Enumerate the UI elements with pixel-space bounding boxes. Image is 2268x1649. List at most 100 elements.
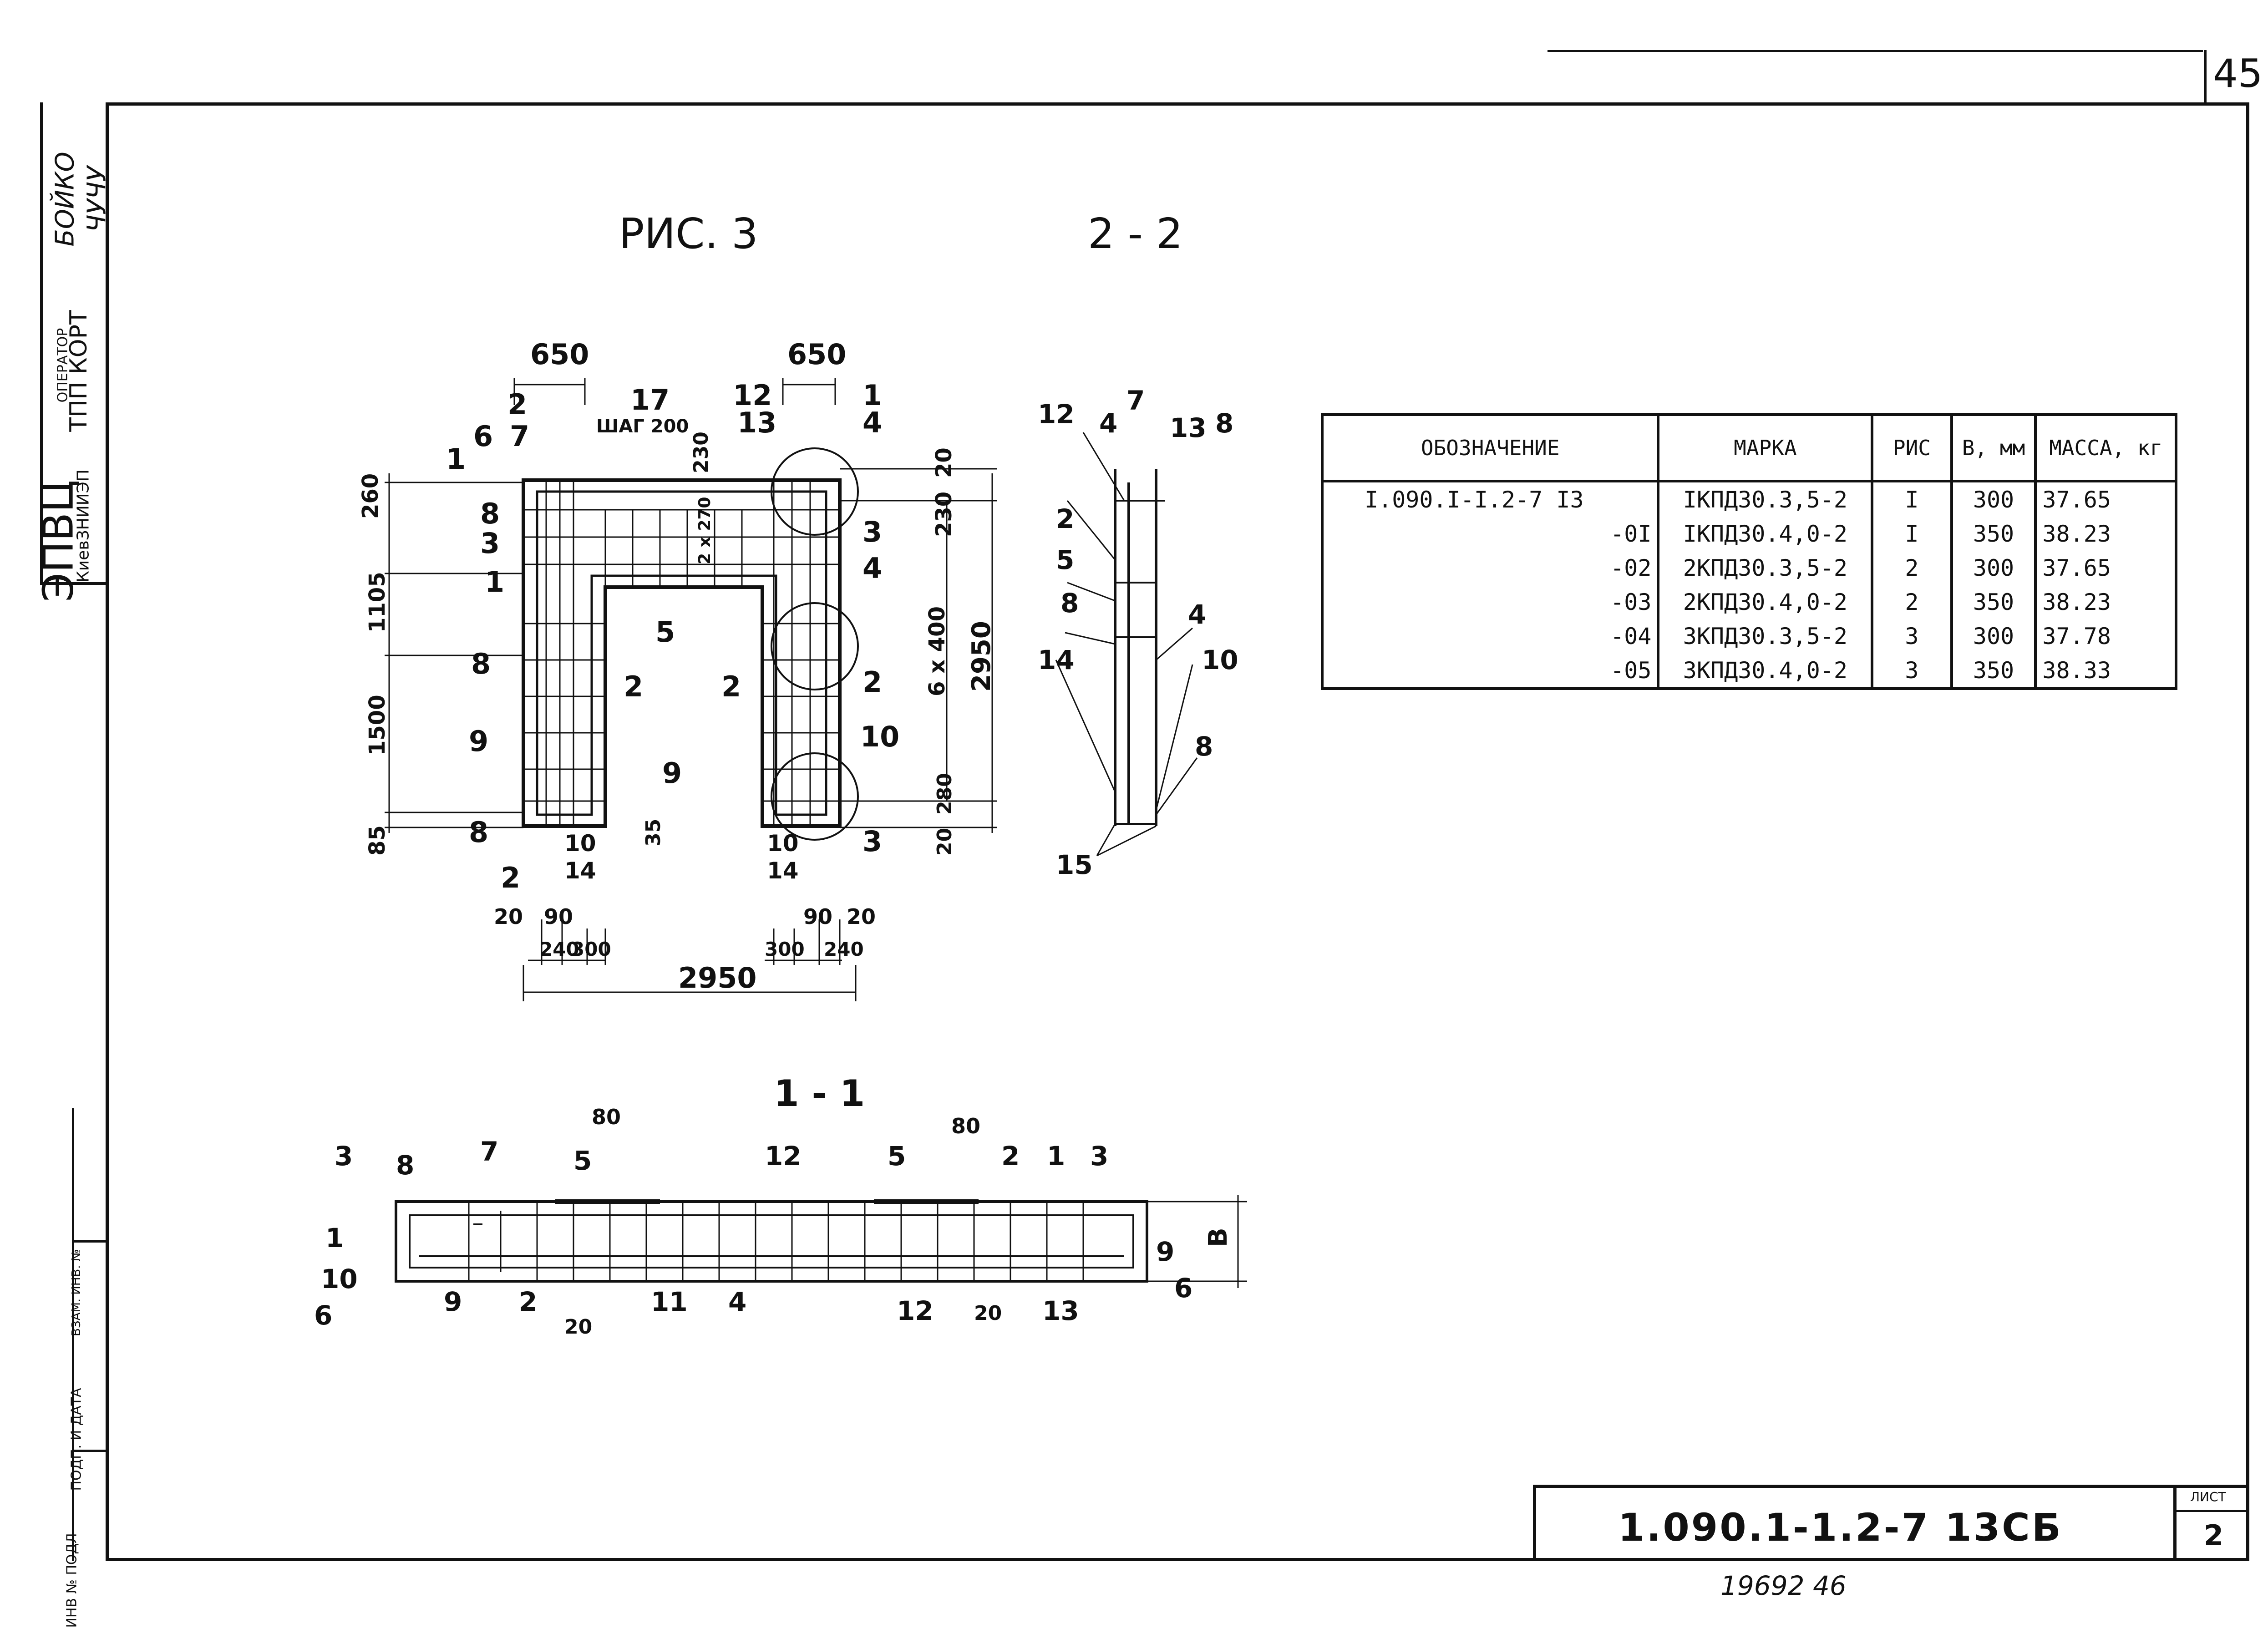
callout-1-top: 1: [863, 379, 882, 412]
dim-bottom-2950: 2950: [678, 961, 757, 994]
callout-17: 17: [630, 383, 670, 416]
spec-designation: I.090.I-I.2-7 I3: [1320, 481, 1660, 517]
spec-fig: 2: [1871, 551, 1953, 585]
dim-inner-230: 230: [690, 431, 713, 473]
section-1-1: [395, 1195, 1247, 1288]
spec-mark: 2КПД30.4,0-2: [1657, 585, 1874, 619]
document-code: 1.090.1-1.2-7 13СБ: [1618, 1505, 2063, 1550]
callout-9-inner: 9: [662, 756, 682, 790]
dim-bl-20: 20: [494, 904, 523, 929]
spec-header-mark: МАРКА: [1657, 413, 1874, 482]
spec-header-fig: РИС: [1871, 413, 1953, 482]
callout-4-top: 4: [863, 406, 882, 439]
dim-br-20: 20: [847, 904, 876, 929]
s22-8-bot: 8: [1195, 731, 1213, 762]
callout-14-br: 14: [767, 857, 799, 884]
footer-number: 19692 46: [1720, 1570, 1847, 1601]
dim-right-6x400: 6 x 400: [924, 606, 950, 696]
s11-5-right: 5: [888, 1141, 906, 1172]
dim-bl-300: 300: [571, 938, 611, 960]
callout-8-b: 8: [471, 647, 491, 680]
s11-1-top: 1: [1047, 1141, 1065, 1172]
spec-row: -04 3КПД30.3,5-2 3 300 37.78: [1320, 619, 2177, 653]
s11-6-left: 6: [314, 1300, 332, 1331]
spec-row: -05 3КПД30.4,0-2 3 350 38.33: [1320, 653, 2177, 690]
spec-mass: 37.78: [2034, 619, 2177, 653]
spec-row: -03 2КПД30.4,0-2 2 350 38.23: [1320, 585, 2177, 619]
side-stamp-divider-2: [72, 1450, 106, 1452]
s11-3-right: 3: [1090, 1141, 1108, 1172]
spec-b: 300: [1950, 619, 2037, 653]
s11-11: 11: [651, 1286, 688, 1317]
spec-mark: 3КПД30.3,5-2: [1657, 619, 1874, 653]
callout-8-c: 8: [469, 816, 488, 849]
callout-3-a: 3: [480, 527, 500, 560]
dim-br-90: 90: [803, 904, 832, 929]
s11-9-right: 9: [1156, 1236, 1174, 1267]
s22-15: 15: [1056, 849, 1093, 880]
dim-left-1105: 1105: [365, 572, 390, 633]
s11-1-side: 1: [325, 1223, 344, 1253]
spec-fig: 3: [1871, 653, 1953, 690]
s11-4-bottom: 4: [728, 1286, 746, 1317]
spec-mass: 38.23: [2034, 517, 2177, 551]
callout-2-r: 2: [863, 665, 882, 699]
spec-table: ОБОЗНАЧЕНИЕ МАРКА РИС В, мм МАССА, кг I.…: [1320, 413, 2177, 690]
side-stamp-divider-1: [72, 1240, 106, 1243]
spec-mark: 2КПД30.3,5-2: [1657, 551, 1874, 585]
fig3-title: РИС. 3: [619, 209, 758, 258]
spec-row: I.090.I-I.2-7 I3 IКПД30.3,5-2 I 300 37.6…: [1320, 481, 2177, 517]
spec-mass: 38.33: [2034, 653, 2177, 690]
callout-2-inner-b: 2: [721, 670, 741, 703]
dim-left-260: 260: [358, 473, 383, 519]
sec11-labels: 3 8 7 80 5 12 80 5 2 1 3 1 10 6 9 6 9 2 …: [314, 1105, 1233, 1339]
callout-2-bottom: 2: [501, 861, 520, 894]
dim-bl-240: 240: [539, 938, 579, 960]
corner-divider: [2204, 50, 2207, 102]
s22-7: 7: [1126, 385, 1145, 416]
spec-mass: 38.23: [2034, 585, 2177, 619]
sheet-label-divider: [2177, 1510, 2249, 1512]
spec-b: 350: [1950, 517, 2037, 551]
s11-80-right: 80: [951, 1114, 980, 1138]
callout-step: ШАГ 200: [596, 416, 689, 437]
spec-fig: I: [1871, 517, 1953, 551]
s11-13: 13: [1042, 1295, 1079, 1326]
callout-1-left: 1: [446, 442, 466, 476]
s11-3-left: 3: [335, 1141, 353, 1172]
callout-9-a: 9: [469, 725, 488, 758]
callout-13-top: 13: [737, 406, 776, 439]
s11-6-right: 6: [1174, 1273, 1192, 1304]
callout-10-bl: 10: [564, 830, 596, 857]
spec-mass: 37.65: [2034, 551, 2177, 585]
s11-2-bottom: 2: [519, 1286, 537, 1317]
section-2-2-title: 2 - 2: [1088, 209, 1183, 258]
dim-inner-2x270: 2 x 270: [695, 497, 714, 564]
s22-5: 5: [1056, 544, 1074, 575]
s11-8: 8: [396, 1150, 414, 1181]
s11-7: 7: [480, 1136, 498, 1167]
side-stamp-border: [40, 102, 106, 585]
spec-designation: -05: [1320, 653, 1660, 690]
dim-top-650-left: 650: [530, 338, 589, 371]
drawing-frame: [106, 102, 2249, 1561]
s11-2-top: 2: [1001, 1141, 1020, 1172]
s11-80-left: 80: [592, 1105, 621, 1129]
dim-35: 35: [642, 819, 665, 847]
callout-12-top: 12: [733, 379, 772, 412]
s22-8-mid: 8: [1060, 588, 1079, 619]
spec-row: -02 2КПД30.3,5-2 2 300 37.65: [1320, 551, 2177, 585]
callout-2-inner-a: 2: [624, 670, 643, 703]
drawing-canvas: РИС. 3 2 - 2 1 - 1 650 650 17 ШАГ 200 12…: [314, 209, 1247, 1339]
callout-3-r: 3: [863, 515, 882, 548]
sheet-box: ЛИСТ 2: [2173, 1485, 2249, 1561]
sec22-labels: 12 4 7 13 8 2 5 8 4 14 10 8 15: [1038, 385, 1238, 880]
sheet-number: 2: [2204, 1519, 2224, 1552]
spec-mass: 37.65: [2034, 481, 2177, 517]
callout-5-inner: 5: [655, 615, 675, 649]
dim-br-300: 300: [765, 938, 805, 960]
top-edge-line: [1548, 50, 2203, 52]
dim-right-230: 230: [931, 492, 957, 537]
spec-b: 300: [1950, 481, 2037, 517]
s22-8-top: 8: [1215, 408, 1233, 439]
